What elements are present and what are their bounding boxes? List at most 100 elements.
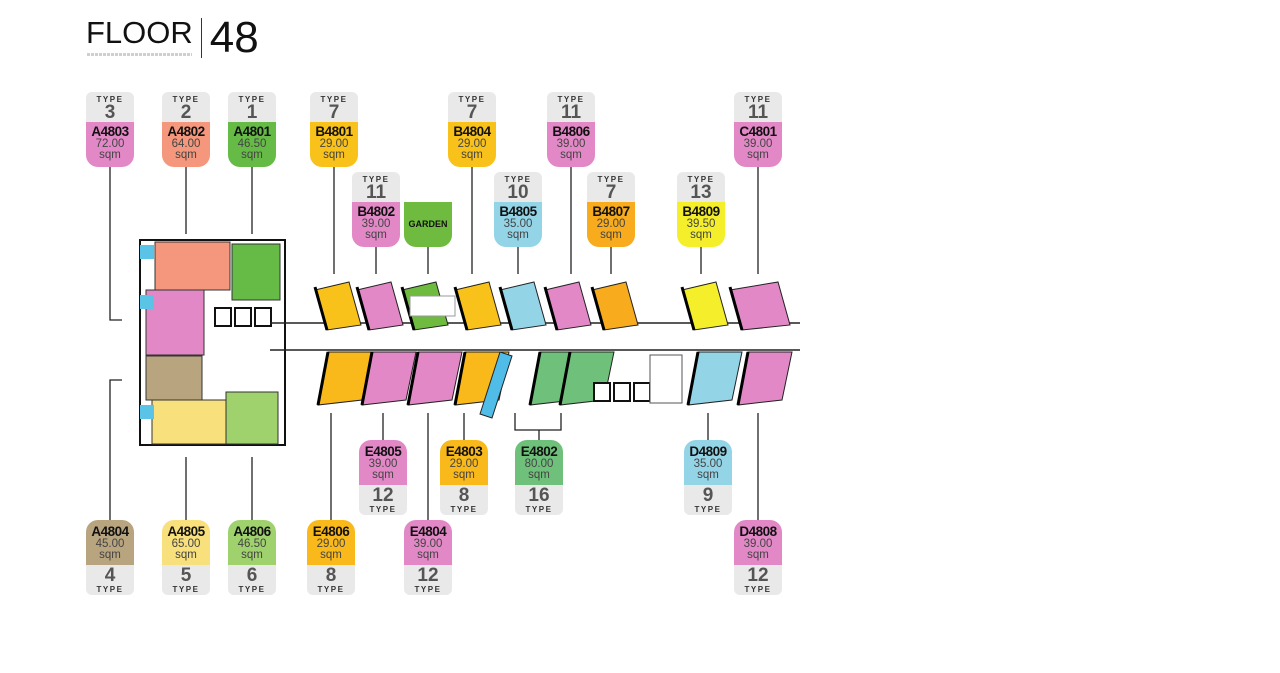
floor-label: FLOOR xyxy=(86,15,193,50)
elevator-right-2 xyxy=(633,382,651,402)
unit-info: B4802 39.00 sqm xyxy=(352,202,400,247)
type-label: TYPE xyxy=(450,505,478,514)
balcony-left-2 xyxy=(140,405,154,419)
type-label: TYPE xyxy=(172,95,200,104)
type-label: TYPE xyxy=(597,175,625,184)
unit-area: 29.00 xyxy=(457,138,487,150)
unit-code: E4803 xyxy=(445,444,483,459)
type-label: TYPE xyxy=(317,585,345,594)
wing-wall-e4802b xyxy=(558,351,572,406)
unit-info: E4806 29.00 sqm xyxy=(307,520,355,565)
unit-area: 39.00 xyxy=(743,538,773,550)
unit-area-suffix: sqm xyxy=(453,469,475,481)
unit-area-suffix: sqm xyxy=(241,549,263,561)
unit-a4805 xyxy=(151,399,227,445)
wing-wall-d4808 xyxy=(736,351,750,406)
wing-wall-e4802a xyxy=(528,351,542,406)
unit-code: D4809 xyxy=(689,444,727,459)
unit-type-number: 7 xyxy=(328,102,340,123)
unit-a4806 xyxy=(225,391,279,445)
unit-code: B4802 xyxy=(357,204,395,219)
unit-info: A4806 46.50 sqm xyxy=(228,520,276,565)
type-label: TYPE xyxy=(96,585,124,594)
wing-wall-b4804 xyxy=(453,286,469,331)
unit-type-number: 9 xyxy=(702,485,714,506)
unit-info: C4801 39.00 sqm xyxy=(734,122,782,167)
unit-code: E4802 xyxy=(520,444,558,459)
unit-area: 39.00 xyxy=(743,138,773,150)
unit-area-suffix: sqm xyxy=(747,549,769,561)
wing-wall-b4801 xyxy=(313,286,329,331)
unit-area-suffix: sqm xyxy=(417,549,439,561)
wing-wall-b4809 xyxy=(680,286,696,331)
unit-a4804 xyxy=(145,355,203,401)
unit-area: 80.00 xyxy=(524,458,554,470)
unit-code: E4804 xyxy=(409,524,447,539)
unit-area: 46.50 xyxy=(237,138,267,150)
unit-a4802 xyxy=(154,241,231,291)
unit-code: B4805 xyxy=(499,204,537,219)
garden-lawn-area xyxy=(409,295,456,317)
unit-info: B4804 29.00 sqm xyxy=(448,122,496,167)
unit-area: 29.00 xyxy=(449,458,479,470)
unit-type-number: 11 xyxy=(365,182,387,203)
unit-area-suffix: sqm xyxy=(372,469,394,481)
leader-e4802-bracket xyxy=(514,413,562,431)
unit-area-suffix: sqm xyxy=(697,469,719,481)
unit-area-suffix: sqm xyxy=(747,149,769,161)
type-label: TYPE xyxy=(694,505,722,514)
unit-code: C4801 xyxy=(739,124,777,139)
unit-area-suffix: sqm xyxy=(320,549,342,561)
unit-code: B4809 xyxy=(682,204,720,219)
unit-type-number: 11 xyxy=(560,102,582,123)
wing-wall-e4806 xyxy=(316,351,330,406)
unit-area: 65.00 xyxy=(171,538,201,550)
unit-code: A4802 xyxy=(167,124,205,139)
unit-type-number: 7 xyxy=(605,182,617,203)
unit-code: E4806 xyxy=(312,524,350,539)
type-label: TYPE xyxy=(687,175,715,184)
elevator-2 xyxy=(254,307,272,327)
unit-type-number: 8 xyxy=(458,485,470,506)
unit-a4801 xyxy=(231,243,281,301)
elevator-0 xyxy=(214,307,232,327)
unit-code: B4804 xyxy=(453,124,491,139)
unit-type-number: 12 xyxy=(747,565,769,586)
unit-type-number: 16 xyxy=(528,485,550,506)
elevator-1 xyxy=(234,307,252,327)
type-label: TYPE xyxy=(238,585,266,594)
unit-code: A4803 xyxy=(91,124,129,139)
pool xyxy=(479,351,513,419)
leader-a4804 xyxy=(109,379,122,520)
unit-area: 46.50 xyxy=(237,538,267,550)
unit-type-number: 13 xyxy=(690,182,712,203)
unit-type-number: 12 xyxy=(417,565,439,586)
